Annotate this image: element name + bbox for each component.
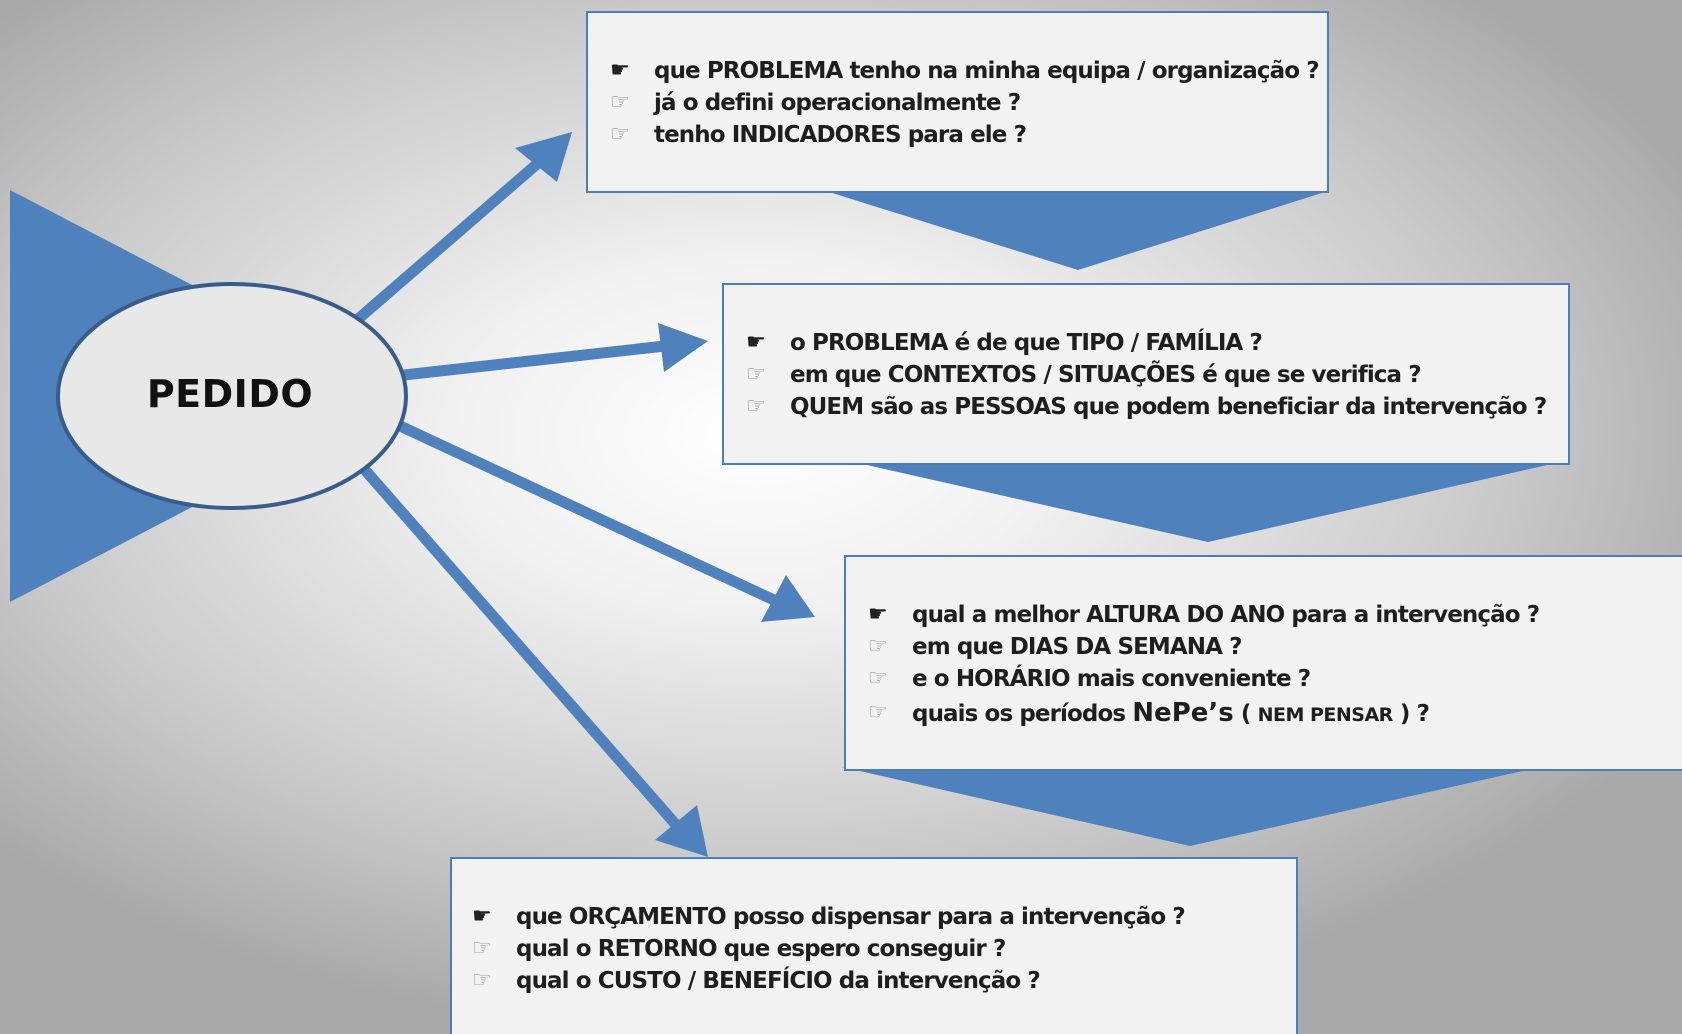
list-item: ☞ QUEM são as PESSOAS que podem beneficia… — [746, 391, 1568, 423]
pointing-hand-icon: ☛ — [610, 58, 630, 83]
pointing-hand-icon: ☞ — [472, 936, 492, 961]
pointing-hand-icon: ☞ — [610, 122, 630, 147]
chevron-box-2 — [858, 463, 1556, 542]
nepes-acronym: NePe’s — [1132, 698, 1234, 728]
list-item: ☞ já o defini operacionalmente ? — [610, 87, 1327, 119]
pointing-hand-icon: ☛ — [746, 330, 766, 355]
question-text: qual a melhor ALTURA DO ANO para a inter… — [912, 602, 1540, 628]
list-item: ☞ em que DIAS DA SEMANA ? — [868, 631, 1682, 663]
list-item: ☞ quais os períodos NePe’s ( NEM PENSAR )… — [868, 695, 1682, 733]
arrow-to-box-2 — [403, 323, 708, 381]
chevron-box-1 — [826, 191, 1328, 270]
arrow-to-box-3 — [395, 420, 815, 622]
arrow-to-box-1 — [353, 132, 572, 325]
question-text: tenho INDICADORES para ele ? — [654, 122, 1027, 148]
list-item: ☞ qual o CUSTO / BENEFÍCIO da intervenção… — [472, 965, 1296, 997]
question-box-problem: ☛ que PROBLEMA tenho na minha equipa / or… — [586, 11, 1329, 193]
chevron-box-3 — [842, 767, 1540, 846]
question-text: que ORÇAMENTO posso dispensar para a int… — [516, 904, 1186, 930]
question-text: já o defini operacionalmente ? — [654, 90, 1021, 116]
pointing-hand-icon: ☞ — [746, 362, 766, 387]
pointing-hand-icon: ☞ — [610, 90, 630, 115]
list-item: ☛ que PROBLEMA tenho na minha equipa / or… — [610, 55, 1327, 87]
nem-pensar-text: NEM PENSAR — [1257, 704, 1394, 726]
question-text: e o HORÁRIO mais conveniente ? — [912, 666, 1311, 692]
question-text: que PROBLEMA tenho na minha equipa / org… — [654, 58, 1320, 84]
question-text: qual o RETORNO que espero conseguir ? — [516, 936, 1006, 962]
pointing-hand-icon: ☞ — [868, 634, 888, 659]
pointing-hand-icon: ☞ — [472, 968, 492, 993]
question-text: ) ? — [1392, 701, 1430, 727]
list-item: ☞ e o HORÁRIO mais conveniente ? — [868, 663, 1682, 695]
list-item: ☛ o PROBLEMA é de que TIPO / FAMÍLIA ? — [746, 327, 1568, 359]
pointing-hand-icon: ☞ — [746, 394, 766, 419]
list-item: ☞ em que CONTEXTOS / SITUAÇÕES é que se v… — [746, 359, 1568, 391]
pedido-ellipse — [56, 282, 408, 510]
question-text: em que DIAS DA SEMANA ? — [912, 634, 1243, 660]
pedido-label: PEDIDO — [146, 372, 314, 416]
question-text: quais os períodos — [912, 701, 1133, 727]
pointing-hand-icon: ☛ — [868, 602, 888, 627]
list-item: ☞ qual o RETORNO que espero conseguir ? — [472, 933, 1296, 965]
question-text: o PROBLEMA é de que TIPO / FAMÍLIA ? — [790, 330, 1263, 356]
question-box-budget: ☛ que ORÇAMENTO posso dispensar para a in… — [450, 857, 1298, 1034]
arrow-to-box-4 — [360, 466, 708, 857]
list-item: ☛ qual a melhor ALTURA DO ANO para a inte… — [868, 599, 1682, 631]
question-box-context: ☛ o PROBLEMA é de que TIPO / FAMÍLIA ? ☞ e… — [722, 283, 1570, 465]
pointing-hand-icon: ☞ — [868, 700, 888, 725]
question-text: QUEM são as PESSOAS que podem beneficiar… — [790, 394, 1547, 420]
pointing-hand-icon: ☛ — [472, 904, 492, 929]
question-text: em que CONTEXTOS / SITUAÇÕES é que se ve… — [790, 362, 1422, 388]
question-box-timing: ☛ qual a melhor ALTURA DO ANO para a inte… — [844, 555, 1682, 771]
question-text: ( — [1233, 701, 1258, 727]
list-item: ☞ tenho INDICADORES para ele ? — [610, 119, 1327, 151]
question-text: qual o CUSTO / BENEFÍCIO da intervenção … — [516, 968, 1041, 994]
list-item: ☛ que ORÇAMENTO posso dispensar para a in… — [472, 901, 1296, 933]
pointing-hand-icon: ☞ — [868, 666, 888, 691]
